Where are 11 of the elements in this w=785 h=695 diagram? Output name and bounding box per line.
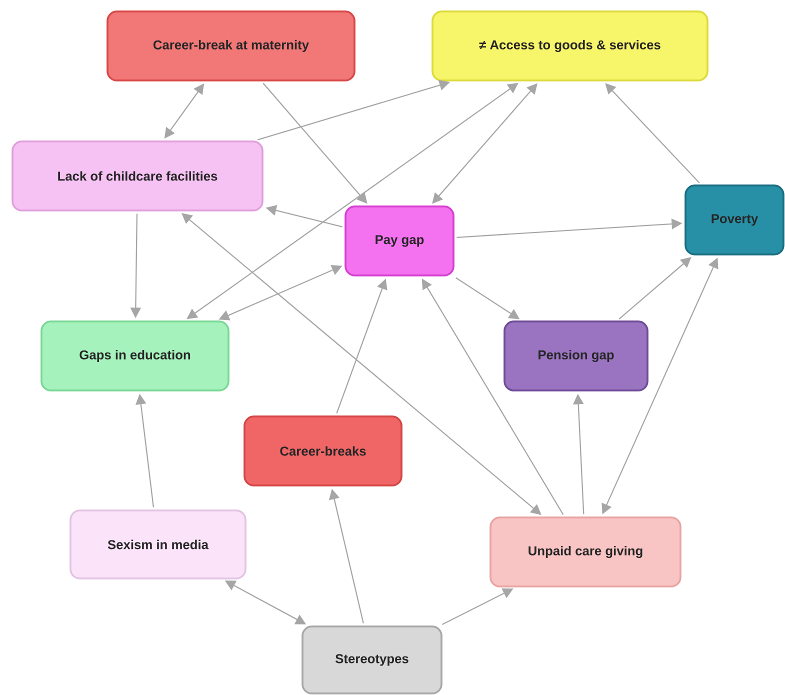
concept-box: Career-breaks: [244, 416, 402, 486]
concept-box: Pension gap: [504, 320, 648, 392]
concept-box: Lack of childcare facilities: [12, 140, 264, 212]
concept-box: Sexism in media: [70, 510, 246, 580]
concept-box: ≠ Access to goods & services: [432, 10, 708, 82]
concept-box: Poverty: [684, 184, 784, 256]
concept-box: Unpaid care giving: [490, 516, 682, 588]
concept-box: Career-break at maternity: [106, 10, 356, 82]
concept-box: Stereotypes: [302, 626, 442, 694]
concept-box: Pay gap: [344, 206, 454, 276]
concept-box: Gaps in education: [40, 320, 230, 392]
